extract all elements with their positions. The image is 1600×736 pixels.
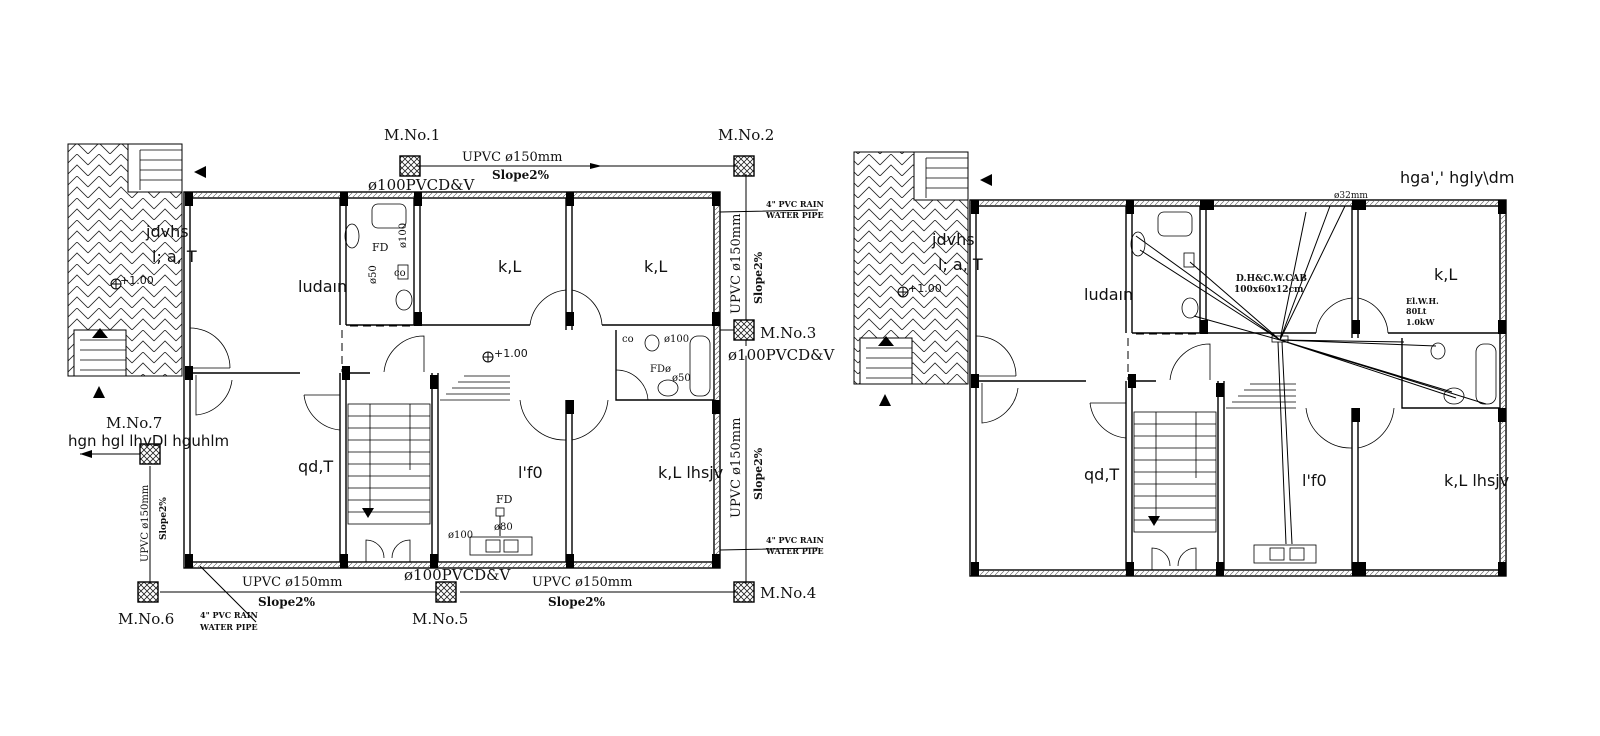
left-terrace	[67, 143, 206, 398]
left-stairs	[347, 375, 510, 525]
fd-bath2-label: FDø	[650, 364, 671, 375]
co-bath2-label: co	[622, 334, 634, 345]
left-doors	[189, 289, 649, 562]
p100-kitchen-label: ø100	[448, 530, 473, 541]
heater-label-2: 80Lt	[1406, 306, 1427, 316]
right-room-kitchen: l'f0	[1302, 471, 1327, 490]
rain-pipe-mid-b: WATER PIPE	[765, 546, 824, 556]
manhole-3-label: M.No.3	[760, 324, 816, 342]
right-room-bed1: k,L	[1434, 265, 1457, 284]
right-stairs	[1133, 383, 1296, 533]
left-terrace-label-2: l; a, T	[152, 247, 197, 266]
cabinet-label-1: D.H&C.W.CAB	[1236, 274, 1307, 284]
manhole-1-label: M.No.1	[384, 126, 440, 144]
pipe-bottom-left-label: UPVC ø150mm	[242, 575, 342, 590]
road-note: hgn hgl lhvDl hguhlm	[68, 432, 229, 450]
manhole-4-label: M.No.4	[760, 584, 816, 602]
heater-label-1: El.W.H.	[1406, 296, 1439, 306]
left-terrace-label-1: jdvhs	[145, 222, 189, 241]
water-supply-lines	[897, 205, 1487, 545]
left-columns	[185, 192, 720, 568]
pipe-right-upper-label: UPVC ø150mm	[729, 214, 744, 314]
fd-kitchen-label: FD	[496, 493, 513, 506]
right-plan	[853, 151, 1507, 577]
right-fixtures	[1130, 211, 1497, 564]
labels: M.No.1 M.No.2 M.No.3 M.No.4 M.No.5 M.No.…	[68, 126, 1514, 632]
slope-left-vertical-label: Slope2%	[159, 497, 169, 540]
left-room-bed3: k,L lhsjv	[658, 463, 723, 482]
manhole-6-label: M.No.6	[118, 610, 174, 628]
right-columns	[971, 200, 1506, 576]
manhole-2-label: M.No.2	[718, 126, 774, 144]
left-plan	[67, 143, 819, 623]
left-room-drawing: ludaın	[298, 277, 347, 296]
left-room-kitchen: l'f0	[518, 463, 543, 482]
pvcd-bottom-label: ø100PVCD&V	[404, 566, 511, 584]
p100-bath-label: ø100	[398, 223, 409, 248]
rain-pipe-top-b: WATER PIPE	[765, 210, 824, 220]
rain-pipe-bottom-b: WATER PIPE	[199, 622, 258, 632]
right-terrace	[853, 151, 992, 406]
right-room-bed3: k,L lhsjv	[1444, 471, 1509, 490]
right-room-drawing: ludaın	[1084, 285, 1133, 304]
p80-kitchen-label: ø80	[494, 522, 513, 533]
cabinet-label-2: 100x60x12cm	[1234, 285, 1304, 295]
slope-right-lower-label: Slope2%	[752, 447, 765, 500]
manhole-7-label: M.No.7	[106, 414, 162, 432]
slope-bottom-right-label: Slope2%	[548, 595, 606, 609]
right-doors	[975, 297, 1395, 570]
left-room-bed2: k,L	[644, 257, 667, 276]
pipe-bottom-right-label: UPVC ø150mm	[532, 575, 632, 590]
p50-bath2-label: ø50	[672, 373, 691, 384]
pvcd-top-label: ø100PVCD&V	[368, 176, 475, 194]
left-room-dining: qd,T	[298, 457, 333, 476]
pipe-32-label: ø32mm	[1334, 191, 1368, 201]
right-terrace-level: +1.00	[908, 282, 942, 295]
left-room-bed1: k,L	[498, 257, 521, 276]
right-terrace-label-2: l; a, T	[938, 255, 983, 274]
p100-bath2-label: ø100	[664, 334, 689, 345]
slope-bottom-left-label: Slope2%	[258, 595, 316, 609]
rain-pipe-bottom-a: 4" PVC RAIN	[200, 610, 258, 620]
slope-right-upper-label: Slope2%	[752, 251, 765, 304]
pipe-left-vertical-label: UPVC ø150mm	[140, 484, 151, 562]
right-title-note: hga',' hgly\dm	[1400, 168, 1514, 187]
p50-bath-label: ø50	[368, 265, 379, 284]
left-hall-level: +1.00	[494, 347, 528, 360]
pipe-top-label: UPVC ø150mm	[462, 150, 562, 165]
pipe-right-lower-label: UPVC ø150mm	[729, 418, 744, 518]
left-terrace-level: +1.00	[120, 274, 154, 287]
rain-pipe-mid-a: 4" PVC RAIN	[766, 535, 824, 545]
pvcd-right-label: ø100PVCD&V	[728, 346, 835, 364]
left-fixtures	[344, 203, 711, 556]
right-terrace-label-1: jdvhs	[931, 230, 975, 249]
rain-pipe-top-a: 4" PVC RAIN	[766, 199, 824, 209]
co-bath-label: co	[394, 268, 406, 279]
manhole-5-label: M.No.5	[412, 610, 468, 628]
right-room-dining: qd,T	[1084, 465, 1119, 484]
fd-bath-label: FD	[372, 241, 389, 254]
heater-label-3: 1.0kW	[1406, 317, 1435, 327]
slope-top-label: Slope2%	[492, 168, 550, 182]
drain-network	[80, 155, 819, 623]
hall-level-marker	[110, 278, 494, 363]
